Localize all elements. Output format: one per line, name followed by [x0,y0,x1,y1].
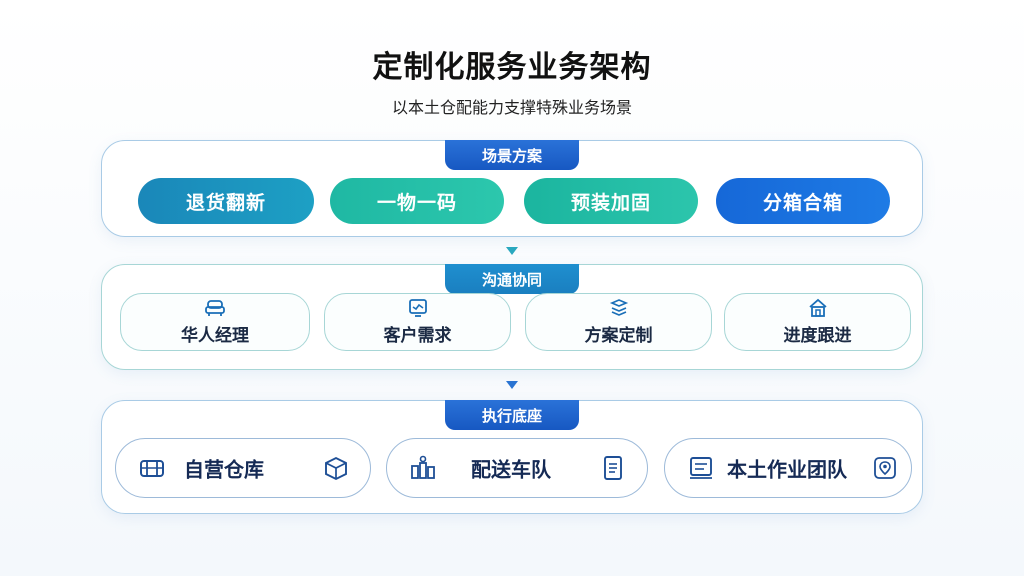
monitor-icon [408,299,427,317]
page-subtitle: 以本土仓配能力支撑特殊业务场景 [391,98,632,117]
exec-card-warehouse: 自营仓库 [115,438,371,498]
collab-label: 华人经理 [181,326,249,346]
collab-label: 方案定制 [584,326,653,346]
collaboration-tab: 沟通协同 [445,264,579,294]
collab-card-progress: 进度跟进 [724,293,911,351]
collab-card-solution: 方案定制 [525,293,712,351]
down-arrow-icon [506,247,518,255]
collab-card-manager: 华人经理 [120,293,310,351]
exec-card-fleet: 配送车队 [386,438,648,498]
house-icon [808,298,827,317]
scenario-pill-preinstall: 预装加固 [524,178,698,224]
scenario-tab: 场景方案 [445,140,579,170]
exec-label: 自营仓库 [184,457,264,482]
board-icon [690,457,712,479]
exec-card-local-team: 本土作业团队 [664,438,912,498]
package-box-icon [325,456,347,481]
execution-panel: 执行底座 自营仓库 配送车队 [101,400,923,514]
scenario-panel: 场景方案 退货翻新 一物一码 预装加固 分箱合箱 [101,140,923,237]
exec-label: 配送车队 [471,457,551,482]
location-pin-icon [874,457,896,479]
collab-card-needs: 客户需求 [324,293,511,351]
warehouse-shelf-icon [140,460,164,477]
layers-icon [609,299,628,316]
collab-label: 客户需求 [383,326,452,346]
scenario-pill-refurbish: 退货翻新 [138,178,314,224]
exec-label: 本土作业团队 [727,457,847,482]
buildings-pin-icon [411,455,435,479]
sofa-icon [205,300,225,316]
down-arrow-icon [506,381,518,389]
scenario-pill-split-merge: 分箱合箱 [716,178,890,224]
collaboration-panel: 沟通协同 华人经理 客户需求 方案定制 [101,264,923,370]
page-title: 定制化服务业务架构 [372,50,652,85]
collab-label: 进度跟进 [783,326,852,346]
execution-tab: 执行底座 [445,400,579,430]
document-list-icon [604,456,622,480]
scenario-pill-unique-code: 一物一码 [330,178,504,224]
